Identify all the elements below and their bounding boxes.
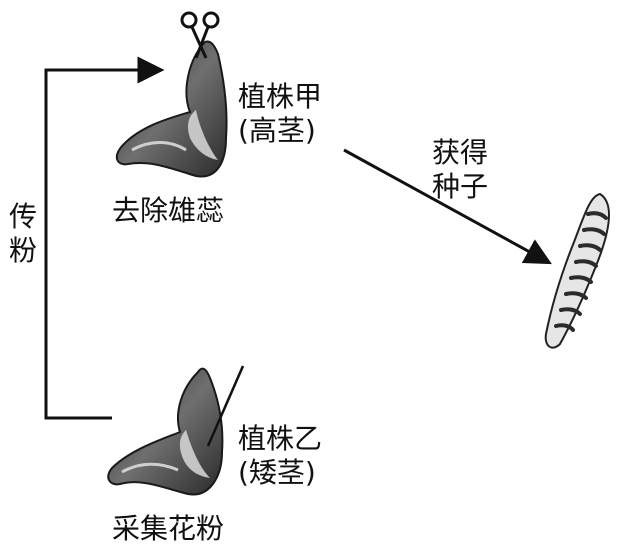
pollination-label: 传 粉 [6, 200, 40, 268]
plant-b-name: 植株乙 [238, 422, 323, 455]
emasculated-flower-icon [115, 40, 228, 178]
plant-a-label: 植株甲 (高茎) [238, 80, 322, 148]
result-line-2: 种子 [432, 170, 489, 203]
result-line-1: 获得 [432, 136, 489, 169]
plant-b-label: 植株乙 (矮茎) [238, 422, 322, 490]
result-label: 获得 种子 [432, 136, 488, 204]
plant-a-name: 植株甲 [238, 80, 323, 113]
pollination-char-2: 粉 [8, 234, 37, 267]
scissors-icon [180, 11, 220, 59]
pollen-flower-icon [107, 365, 245, 496]
pollination-char-1: 传 [8, 200, 37, 233]
plant-a-action: 去除雄蕊 [112, 194, 225, 227]
seed-pod-icon [544, 192, 610, 349]
plant-a-trait: (高茎) [238, 114, 316, 147]
plant-b-trait: (矮茎) [238, 456, 316, 489]
plant-b-action: 采集花粉 [112, 512, 225, 545]
seed-arrow [343, 148, 552, 265]
pollination-arrow [44, 56, 165, 420]
